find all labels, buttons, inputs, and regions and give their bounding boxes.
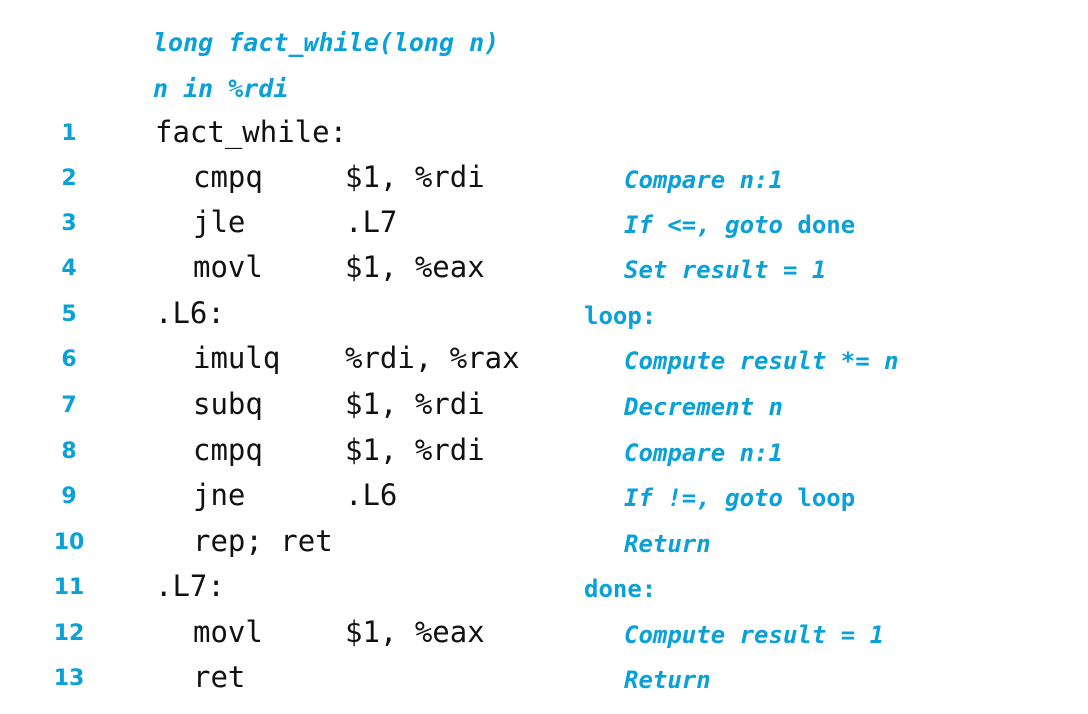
- asm-label: .L6:: [155, 296, 225, 330]
- comment-keyword: done: [797, 211, 856, 239]
- line-number: 8: [61, 439, 77, 464]
- line-number: 9: [61, 484, 77, 509]
- asm-opcode: cmpq: [193, 160, 263, 194]
- asm-operands: $1, %eax: [345, 615, 485, 649]
- line-number: 13: [53, 666, 85, 691]
- line-number: 3: [61, 211, 77, 236]
- asm-opcode: movl: [193, 615, 263, 649]
- asm-operands: .L7: [345, 205, 398, 239]
- asm-operands: %rdi, %rax: [345, 341, 520, 375]
- code-line: 9 jne .L6 If !=, goto loop: [0, 476, 1088, 521]
- asm-operands: .L6: [345, 478, 398, 512]
- code-line: 5 .L6: loop:: [0, 294, 1088, 339]
- asm-comment: Return: [624, 666, 711, 694]
- asm-comment: If <=, goto done: [624, 211, 855, 239]
- asm-operands: $1, %rdi: [345, 160, 485, 194]
- comment-text: Compare n:1: [624, 439, 783, 467]
- code-line: 1 fact_while:: [0, 113, 1088, 158]
- asm-comment: Compare n:1: [624, 439, 783, 467]
- line-number: 4: [61, 256, 77, 281]
- asm-opcode: ret: [193, 660, 246, 694]
- comment-text: Return: [624, 530, 711, 558]
- asm-opcode: jne: [193, 478, 246, 512]
- asm-opcode: cmpq: [193, 433, 263, 467]
- comment-text: Decrement n: [624, 393, 783, 421]
- comment-text: Compute result *= n: [624, 347, 899, 375]
- asm-opcode: rep; ret: [193, 524, 333, 558]
- comment-label: loop:: [584, 302, 657, 330]
- asm-operands: $1, %eax: [345, 250, 485, 284]
- comment-label: done:: [584, 575, 657, 603]
- line-number: 7: [61, 393, 77, 418]
- asm-opcode: movl: [193, 250, 263, 284]
- comment-text: Set result = 1: [624, 256, 827, 284]
- code-line: 7 subq $1, %rdi Decrement n: [0, 385, 1088, 430]
- line-number: 12: [53, 621, 85, 646]
- comment-text: Compare n:1: [624, 166, 783, 194]
- asm-label: .L7:: [155, 569, 225, 603]
- code-line: 8 cmpq $1, %rdi Compare n:1: [0, 431, 1088, 476]
- code-line: 3 jle .L7 If <=, goto done: [0, 203, 1088, 248]
- asm-comment: Set result = 1: [624, 256, 826, 284]
- line-number: 10: [53, 530, 85, 555]
- code-line: 6 imulq %rdi, %rax Compute result *= n: [0, 339, 1088, 384]
- comment-keyword: loop: [797, 484, 856, 512]
- code-line: 2 cmpq $1, %rdi Compare n:1: [0, 158, 1088, 203]
- asm-comment: Compute result = 1: [624, 621, 884, 649]
- asm-opcode: subq: [193, 387, 263, 421]
- code-line: 11 .L7: done:: [0, 567, 1088, 612]
- asm-comment: Compute result *= n: [624, 347, 899, 375]
- line-number: 5: [61, 302, 77, 327]
- code-line: 13 ret Return: [0, 658, 1088, 703]
- comment-text: Compute result = 1: [624, 621, 885, 649]
- code-line: 10 rep; ret Return: [0, 522, 1088, 567]
- register-note: n in %rdi: [153, 74, 289, 103]
- asm-comment: If !=, goto loop: [624, 484, 855, 512]
- function-signature: long fact_while(long n): [153, 28, 500, 57]
- asm-operands: $1, %rdi: [345, 387, 485, 421]
- comment-text: Return: [624, 666, 711, 694]
- line-number: 2: [61, 166, 77, 191]
- asm-opcode: jle: [193, 205, 246, 239]
- asm-comment: Decrement n: [624, 393, 783, 421]
- asm-operands: $1, %rdi: [345, 433, 485, 467]
- asm-opcode: imulq: [193, 341, 281, 375]
- code-line: 4 movl $1, %eax Set result = 1: [0, 248, 1088, 293]
- asm-comment: Return: [624, 530, 711, 558]
- code-line: 12 movl $1, %eax Compute result = 1: [0, 613, 1088, 658]
- line-number: 1: [61, 121, 77, 146]
- comment-text: If <=, goto: [624, 211, 798, 239]
- line-number: 11: [53, 575, 85, 600]
- comment-text: If !=, goto: [624, 484, 798, 512]
- asm-label: fact_while:: [155, 115, 348, 149]
- asm-comment: Compare n:1: [624, 166, 783, 194]
- line-number: 6: [61, 347, 77, 372]
